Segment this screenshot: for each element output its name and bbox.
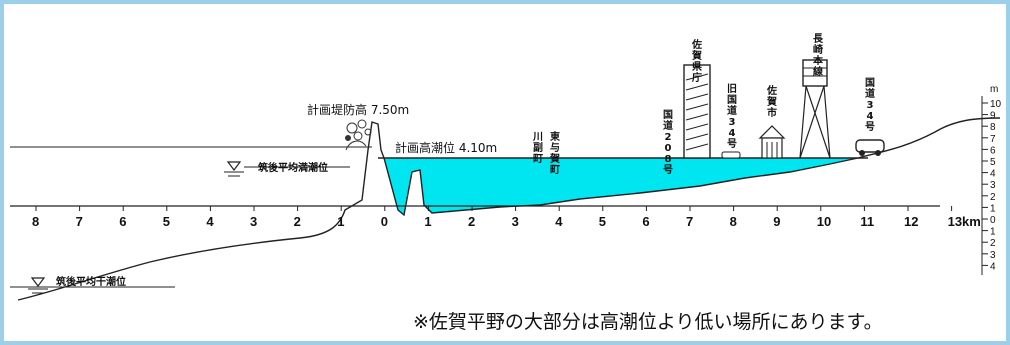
elevation-tick-label: 9 — [990, 111, 996, 122]
mean-high-tide-label: 筑後平均満潮位 — [258, 161, 328, 174]
distance-tick-label: 3 — [512, 214, 519, 229]
mean-low-tide-marker — [28, 277, 48, 294]
levee-wave-icon — [345, 119, 372, 151]
higashiyoka-label: 東与賀町 — [549, 130, 560, 176]
distance-tick-label: 2 — [468, 214, 475, 229]
elevation-tick-label: 6 — [990, 145, 996, 156]
below-high-tide-area — [384, 158, 858, 215]
elevation-tick-label: 3 — [990, 250, 996, 261]
distance-tick-label: 13km — [948, 214, 981, 229]
railway-tower — [799, 59, 831, 159]
small-car-icon — [721, 151, 741, 159]
saga-city-label: 佐賀市 — [766, 84, 777, 119]
elevation-tick-label: 4 — [990, 169, 996, 180]
elevation-tick-label: 1 — [990, 227, 996, 238]
distance-tick-label: 11 — [860, 214, 874, 229]
distance-tick-label: 1 — [337, 214, 344, 229]
elevation-tick-label: 4 — [990, 261, 996, 272]
distance-tick-label: 5 — [599, 214, 606, 229]
elevation-tick-label: 2 — [990, 238, 996, 249]
distance-tick-label: 7 — [686, 214, 693, 229]
distance-tick-label: 4 — [206, 214, 214, 229]
distance-tick-label: 2 — [294, 214, 301, 229]
car-icon — [855, 139, 885, 156]
note-text: ※佐賀平野の大部分は高潮位より低い場所にあります。 — [413, 311, 883, 333]
elevation-tick-label: 7 — [990, 134, 996, 145]
elevation-tick-label: 1 — [990, 203, 996, 214]
distance-tick-label: 6 — [119, 214, 126, 229]
prefectural-office-building — [683, 64, 711, 159]
ground-profile — [17, 117, 1001, 301]
mean-high-tide-marker — [224, 161, 350, 177]
distance-tick-label: 12 — [904, 214, 918, 229]
elevation-tick-label: 3 — [990, 180, 996, 191]
distance-tick-label: 0 — [381, 214, 388, 229]
distance-tick-label: 1 — [424, 214, 431, 229]
distance-tick-label: 6 — [642, 214, 649, 229]
design-high-tide-label: 計画高潮位 4.10m — [395, 140, 497, 155]
distance-tick-label: 8 — [32, 214, 39, 229]
elevation-tick-label: 0 — [990, 215, 996, 226]
distance-tick-label: 5 — [163, 214, 170, 229]
distance-tick-label: 8 — [730, 214, 737, 229]
elevation-tick-label: 8 — [990, 122, 996, 133]
design-levee-height-label: 計画堤防高 7.50m — [307, 102, 409, 117]
mean-low-tide-label: 筑後平均干潮位 — [56, 275, 126, 288]
distance-tick-label: 3 — [250, 214, 257, 229]
distance-tick-label: 9 — [773, 214, 780, 229]
kawasoe-label: 川副町 — [532, 131, 543, 165]
nagasaki-line-label: 長崎本線 — [813, 33, 824, 78]
prefectural-office-label: 佐賀県庁 — [691, 38, 702, 84]
elevation-tick-label: 2 — [990, 192, 996, 203]
elevation-unit: m — [990, 84, 998, 95]
distance-tick-label: 10 — [817, 214, 831, 229]
distance-tick-label: 7 — [76, 214, 83, 229]
saga-city-building — [758, 125, 786, 159]
distance-tick-label: 4 — [555, 214, 563, 229]
elevation-tick-label: 10 — [990, 99, 1002, 110]
elevation-tick-label: 5 — [990, 157, 996, 168]
